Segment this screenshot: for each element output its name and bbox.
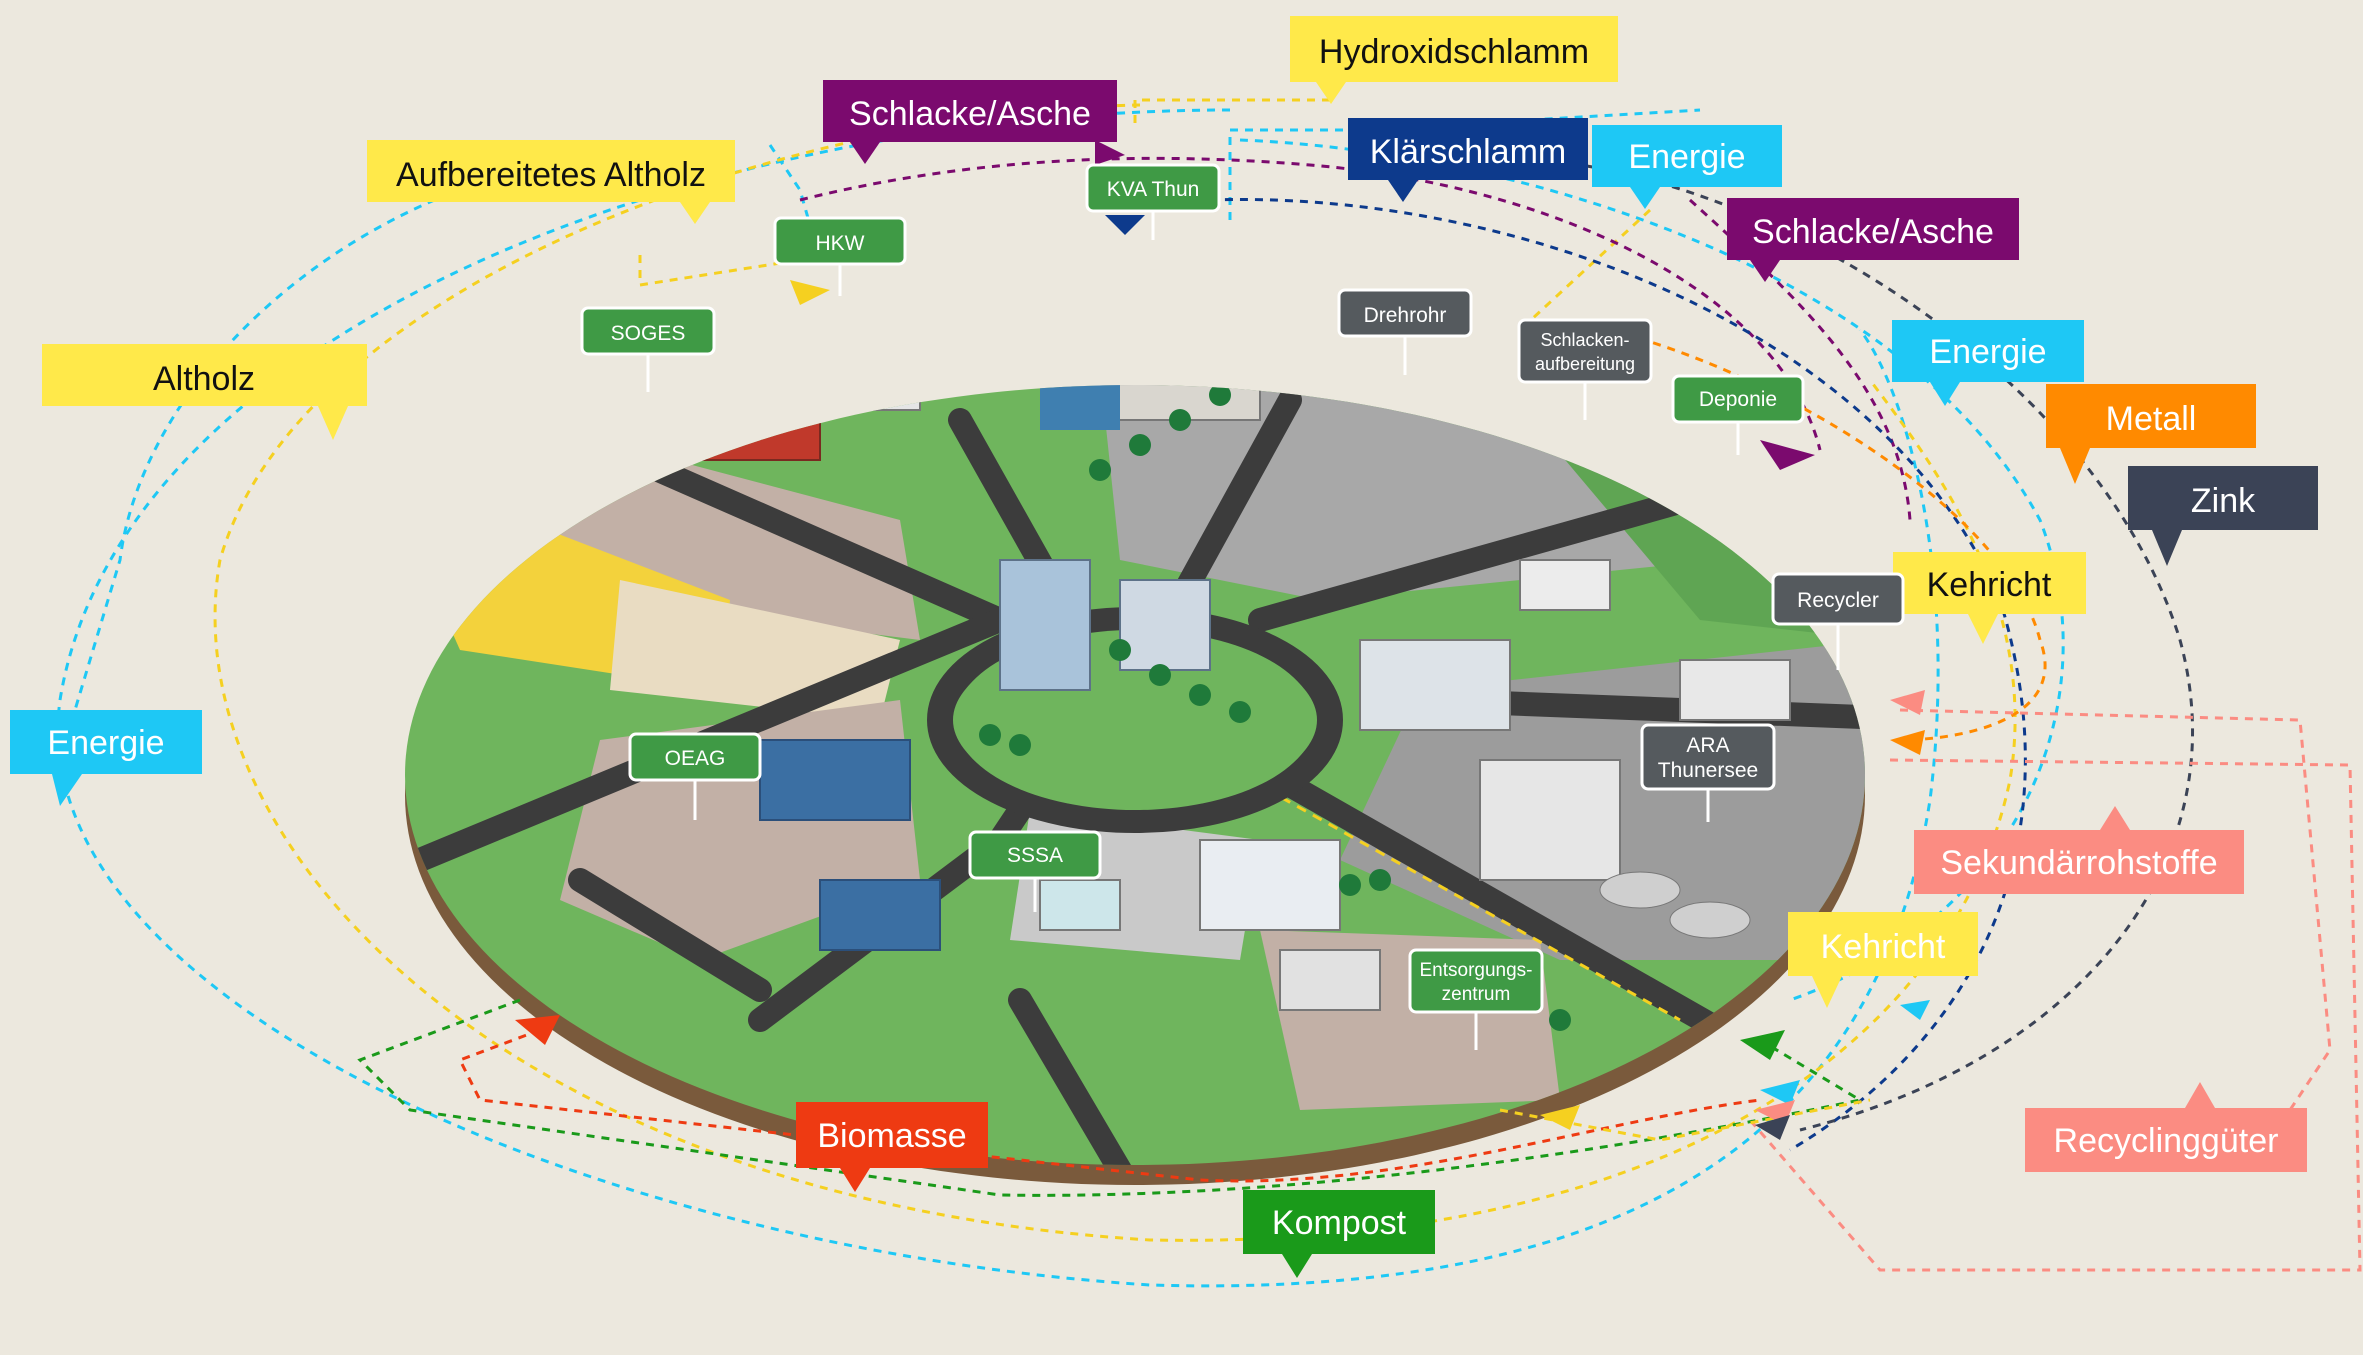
yellow-flow-outer [213, 103, 2017, 1242]
node-hkw: HKW [773, 216, 907, 296]
deponie-label: Deponie [1699, 388, 1777, 411]
recycler-label: Recycler [1797, 589, 1879, 612]
schlackenaufbereitung-label-2: aufbereitung [1535, 354, 1635, 374]
klaerschlamm-label: Klärschlamm [1370, 133, 1566, 171]
node-drehrohr: Drehrohr [1337, 288, 1473, 375]
callout-hydroxidschlamm: Hydroxidschlamm [1290, 16, 1618, 104]
city-disc [405, 385, 1865, 1185]
energy-flow-outer [56, 108, 1940, 1288]
schlackenaufbereitung-label-1: Schlacken- [1540, 330, 1629, 350]
callout-schlacke-asche-right: Schlacke/Asche [1727, 198, 2019, 282]
energy-flow-left [58, 168, 521, 761]
kehricht-flow [1499, 1098, 1871, 1142]
node-kva-thun: KVA Thun [1085, 163, 1221, 240]
ash-flow [799, 156, 1822, 451]
oeag-label: OEAG [665, 747, 726, 770]
trees [979, 385, 1571, 1031]
schlacke-asche-right-label: Schlacke/Asche [1752, 213, 1994, 251]
sekundaer-flow [1899, 708, 2332, 1171]
kehricht-lower-label: Kehricht [1821, 928, 1946, 966]
entsorgungszentrum-label-2: zentrum [1442, 984, 1511, 1005]
ara-label-2: Thunersee [1658, 759, 1758, 782]
sssa-label: SSSA [1007, 844, 1063, 867]
aufbereitetes-altholz-label: Aufbereitetes Altholz [396, 156, 706, 194]
node-recycler: Recycler [1771, 572, 1905, 670]
kompost-flow [357, 998, 1865, 1197]
ara-label-1: ARA [1686, 734, 1729, 757]
callout-altholz: Altholz [42, 344, 367, 440]
energie-right-label: Energie [1929, 333, 2046, 371]
callout-kompost: Kompost [1243, 1190, 1435, 1278]
callout-aufbereitetes-altholz: Aufbereitetes Altholz [367, 140, 735, 224]
yellow-flow-holz [638, 255, 801, 287]
zink-label: Zink [2191, 482, 2256, 520]
kompost-label: Kompost [1272, 1204, 1407, 1242]
callout-energie-right: Energie [1892, 320, 2084, 406]
callout-energie-top: Energie [1592, 125, 1782, 209]
hydroxidschlamm-label: Hydroxidschlamm [1319, 33, 1589, 71]
node-deponie: Deponie [1671, 374, 1805, 455]
recycling-flow [1748, 758, 2362, 1272]
altholz-label: Altholz [153, 360, 255, 398]
callout-metall: Metall [2046, 384, 2256, 484]
node-oeag: OEAG [628, 732, 762, 820]
ash-flow-right [1688, 198, 1912, 521]
callout-klaerschlamm: Klärschlamm [1348, 118, 1588, 202]
drehrohr-label: Drehrohr [1364, 304, 1447, 327]
recyclinggueter-label: Recyclinggüter [2054, 1122, 2279, 1160]
callout-schlacke-asche-top: Schlacke/Asche [823, 80, 1117, 164]
kehricht-right-label: Kehricht [1927, 566, 2052, 604]
biomasse-label: Biomasse [817, 1117, 966, 1155]
node-ara-thunersee: ARA Thunersee [1640, 723, 1776, 822]
soges-label: SOGES [611, 322, 686, 345]
entsorgungszentrum-label-1: Entsorgungs- [1419, 960, 1532, 981]
node-schlackenaufbereitung: Schlacken- aufbereitung [1517, 318, 1653, 420]
node-sssa: SSSA [968, 830, 1102, 912]
callout-kehricht-right: Kehricht [1893, 552, 2086, 644]
biomasse-flow [457, 1028, 1761, 1183]
callout-zink: Zink [2128, 466, 2318, 566]
energie-left-label: Energie [47, 724, 164, 762]
node-entsorgungszentrum: Entsorgungs- zentrum [1408, 948, 1544, 1050]
hkw-label: HKW [816, 232, 865, 255]
energie-top-label: Energie [1628, 138, 1745, 176]
callout-biomasse: Biomasse [796, 1102, 988, 1192]
metall-label: Metall [2106, 400, 2197, 438]
callout-energie-left: Energie [10, 710, 202, 806]
callout-kehricht-lower: Kehricht [1788, 912, 1978, 1008]
sekundaerrohstoffe-label: Sekundärrohstoffe [1940, 844, 2217, 882]
flow-lines [56, 98, 2362, 1288]
node-soges: SOGES [580, 306, 716, 392]
callout-recyclinggueter: Recyclinggüter [2025, 1082, 2307, 1172]
callout-sekundaerrohstoffe: Sekundärrohstoffe [1914, 806, 2244, 894]
schlacke-asche-top-label: Schlacke/Asche [849, 95, 1091, 133]
yellow-flow-hydroxid [1133, 98, 1330, 130]
kva-thun-label: KVA Thun [1107, 178, 1200, 201]
